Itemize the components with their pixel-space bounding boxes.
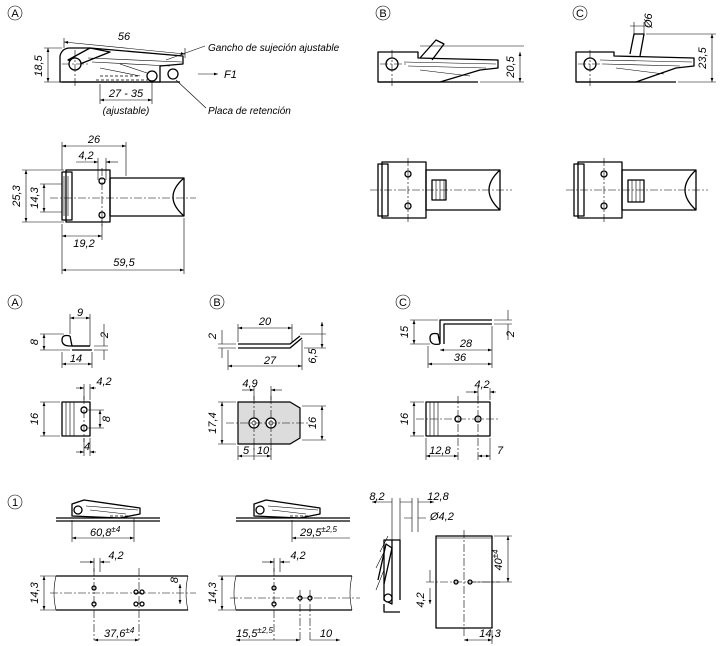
dim-inst3-14-3: 14,3 xyxy=(479,628,501,640)
marker-one: 1 xyxy=(12,497,18,509)
view-a-hidden xyxy=(96,75,148,81)
dim-59-5: 59,5 xyxy=(113,257,135,269)
dim-plate-b-10: 10 xyxy=(257,445,270,457)
dim-plate-a-8b: 8 xyxy=(101,415,113,422)
view-a-plan: 26 4,2 25,3 14,3 19,2 59,5 xyxy=(11,134,196,274)
dim-inst3-12-8: 12,8 xyxy=(427,491,449,503)
dim-7: 7 xyxy=(497,445,504,457)
installation-2: 29,5±2,5 4,2 14,3 15,5±2,5 10 xyxy=(207,499,360,640)
dim-inst2-14-3: 14,3 xyxy=(207,581,219,603)
dim-4-2: 4,2 xyxy=(78,150,93,162)
dim-19-2: 19,2 xyxy=(73,238,94,250)
installation-3: 8,2 12,8 Ø4,2 40±4 4,2 14,3 xyxy=(369,491,512,644)
dim-plate-a-16: 16 xyxy=(29,412,41,425)
dim-18-5: 18,5 xyxy=(33,54,45,76)
dim-28: 28 xyxy=(459,338,473,350)
dim-plate-b-16: 16 xyxy=(307,416,319,429)
view-b-body xyxy=(377,51,499,83)
dim-plate-c-4-2: 4,2 xyxy=(474,379,489,391)
plate-a: A 9 8 2 14 4,2 16 8 4 xyxy=(7,294,113,456)
dim-6-5: 6,5 xyxy=(307,347,319,363)
view-c-side: C Ø6 23,5 xyxy=(572,5,716,88)
dim-20-5: 20,5 xyxy=(505,55,517,78)
plate-b: B 20 2 27 6,5 4,9 17,4 16 5 10 xyxy=(207,294,326,460)
installation-1: 1 60,8±4 4,2 14,3 8 37,6±4 xyxy=(7,494,196,642)
dim-4-9: 4,9 xyxy=(242,378,257,390)
view-a-center xyxy=(62,50,90,88)
dim-inst1-14-3: 14,3 xyxy=(29,581,41,603)
label-f1: F1 xyxy=(224,69,237,81)
plate-c: C 15 2 28 36 4,2 16 12,8 7 xyxy=(395,294,517,460)
dim-8-2: 8,2 xyxy=(369,491,384,503)
dim-plate-c-2: 2 xyxy=(505,331,517,338)
dim-14-3: 14,3 xyxy=(29,186,41,208)
dim-37-6: 37,6±4 xyxy=(104,626,135,640)
plate-a-plan xyxy=(61,401,91,437)
label-gancho: Gancho de sujeción ajustable xyxy=(208,43,340,54)
dim-20: 20 xyxy=(258,316,272,328)
dim-9: 9 xyxy=(77,307,83,319)
view-a-plate-roll xyxy=(167,68,179,80)
dim-5: 5 xyxy=(243,445,250,457)
dim-25-3: 25,3 xyxy=(11,184,23,207)
dim-17-4: 17,4 xyxy=(207,412,219,433)
dim-15-5: 15,5±2,5 xyxy=(236,626,273,640)
marker-a-circle xyxy=(7,5,23,21)
view-a-hatch xyxy=(87,57,183,77)
dim-d4-2: Ø4,2 xyxy=(429,511,454,523)
dim-inst2-10: 10 xyxy=(320,628,333,640)
dim-plate-a-2: 2 xyxy=(99,332,111,339)
label-ajustable: (ajustable) xyxy=(103,106,150,117)
dim-inst1-8: 8 xyxy=(169,576,181,583)
view-a-side: A 56 18,5 27 - 35 (ajustable) Gancho de … xyxy=(7,5,340,117)
view-b-lever xyxy=(419,39,445,61)
marker-a: A xyxy=(11,8,19,20)
view-c-plan xyxy=(566,158,708,222)
dim-plate-a-8: 8 xyxy=(29,338,41,345)
dim-27-35: 27 - 35 xyxy=(108,88,144,100)
plan-a-arm xyxy=(109,177,185,217)
dim-15: 15 xyxy=(399,325,411,338)
marker-b: B xyxy=(379,8,386,20)
dim-plate-c-16: 16 xyxy=(399,412,411,425)
view-b-plan xyxy=(370,158,512,222)
dim-plate-a-4: 4 xyxy=(84,441,90,453)
marker-plate-a: A xyxy=(11,297,19,309)
dim-60-8: 60,8±4 xyxy=(90,525,121,539)
dim-23-5: 23,5 xyxy=(697,46,709,69)
dim-26: 26 xyxy=(87,134,101,146)
dim-inst3-4-2: 4,2 xyxy=(415,592,427,607)
marker-c: C xyxy=(576,8,584,20)
dim-36: 36 xyxy=(454,352,467,364)
dim-27: 27 xyxy=(263,355,277,367)
dim-d6: Ø6 xyxy=(643,12,655,29)
dim-29-5: 29,5±2,5 xyxy=(299,525,337,539)
marker-plate-c: C xyxy=(399,297,407,309)
dim-inst2-4-2: 4,2 xyxy=(290,550,305,562)
dim-56: 56 xyxy=(118,31,131,43)
view-b-side: B 20,5 xyxy=(375,5,524,88)
dim-plate-b-2: 2 xyxy=(207,333,219,340)
dim-40: 40±4 xyxy=(491,549,505,571)
label-placa: Placa de retención xyxy=(208,106,291,117)
plan-a-arm-end xyxy=(172,177,185,217)
dim-14: 14 xyxy=(70,353,82,365)
dim-12-8: 12,8 xyxy=(429,445,451,457)
marker-plate-b: B xyxy=(213,297,220,309)
dim-plate-a-4-2: 4,2 xyxy=(96,376,111,388)
dim-inst1-4-2: 4,2 xyxy=(108,550,123,562)
view-a-hook-roll xyxy=(146,70,158,82)
inst1-frame xyxy=(56,575,188,611)
